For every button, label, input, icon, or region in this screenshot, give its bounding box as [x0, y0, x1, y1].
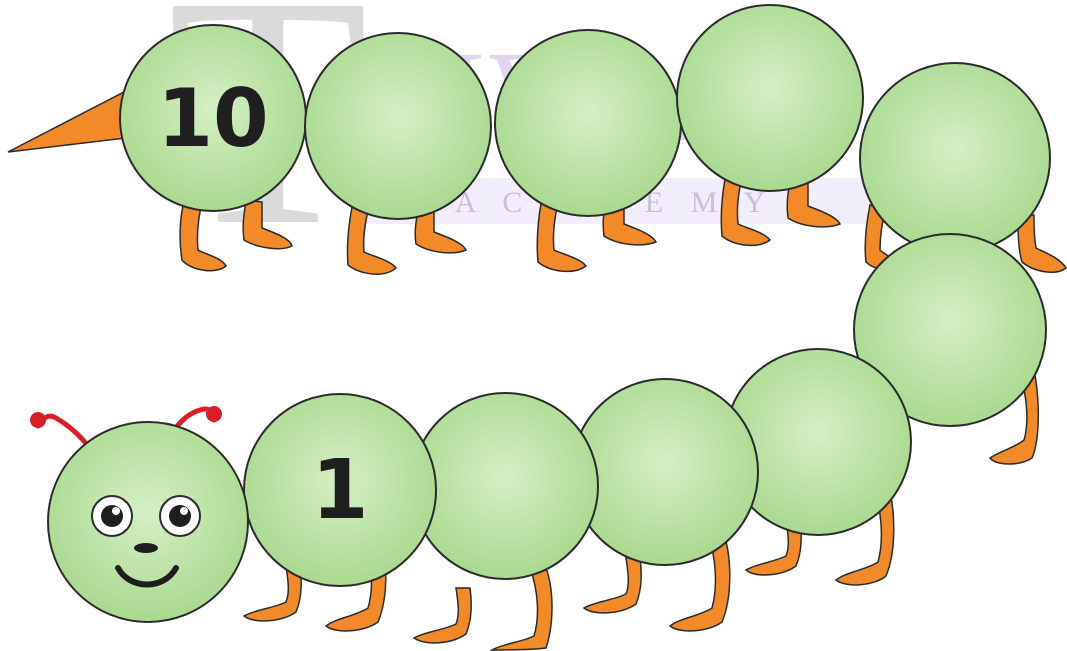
leg [489, 567, 553, 651]
leg [988, 367, 1039, 465]
antenna-left-tip [30, 412, 46, 428]
segment-circle [494, 29, 682, 217]
leg [242, 565, 302, 622]
leg [1017, 214, 1067, 274]
segment-circle [859, 62, 1051, 254]
body-segment [859, 62, 1051, 254]
nose [134, 543, 158, 553]
body-segment [411, 392, 599, 580]
body-segment [676, 4, 864, 192]
leg [668, 533, 731, 632]
leg [412, 587, 472, 644]
body-segment [853, 233, 1047, 427]
eye-left [91, 495, 133, 537]
smile [115, 565, 179, 588]
segment-number-label: 10 [157, 72, 268, 165]
segment-circle [853, 233, 1047, 427]
segment-circle [411, 392, 599, 580]
segment-circle [571, 378, 759, 566]
tail-stinger [7, 90, 127, 153]
leg [414, 209, 468, 254]
body-segment: 10 [119, 24, 307, 212]
antenna-right-tip [206, 406, 222, 422]
body-segments: 10 1 [119, 4, 1051, 587]
segment-circle [243, 393, 437, 587]
body-segment [494, 29, 682, 217]
body-segment: 1 [243, 393, 437, 587]
leg [582, 557, 642, 614]
segment-circle [676, 4, 864, 192]
body-segment [304, 32, 492, 220]
body-segment [571, 378, 759, 566]
leg [242, 199, 293, 250]
caterpillar-head [30, 406, 249, 623]
leg [786, 179, 842, 228]
head-circle [47, 421, 249, 623]
segment-circle [304, 32, 492, 220]
eye-right [159, 495, 201, 537]
leg [744, 519, 802, 576]
segment-number-label: 1 [311, 443, 368, 538]
